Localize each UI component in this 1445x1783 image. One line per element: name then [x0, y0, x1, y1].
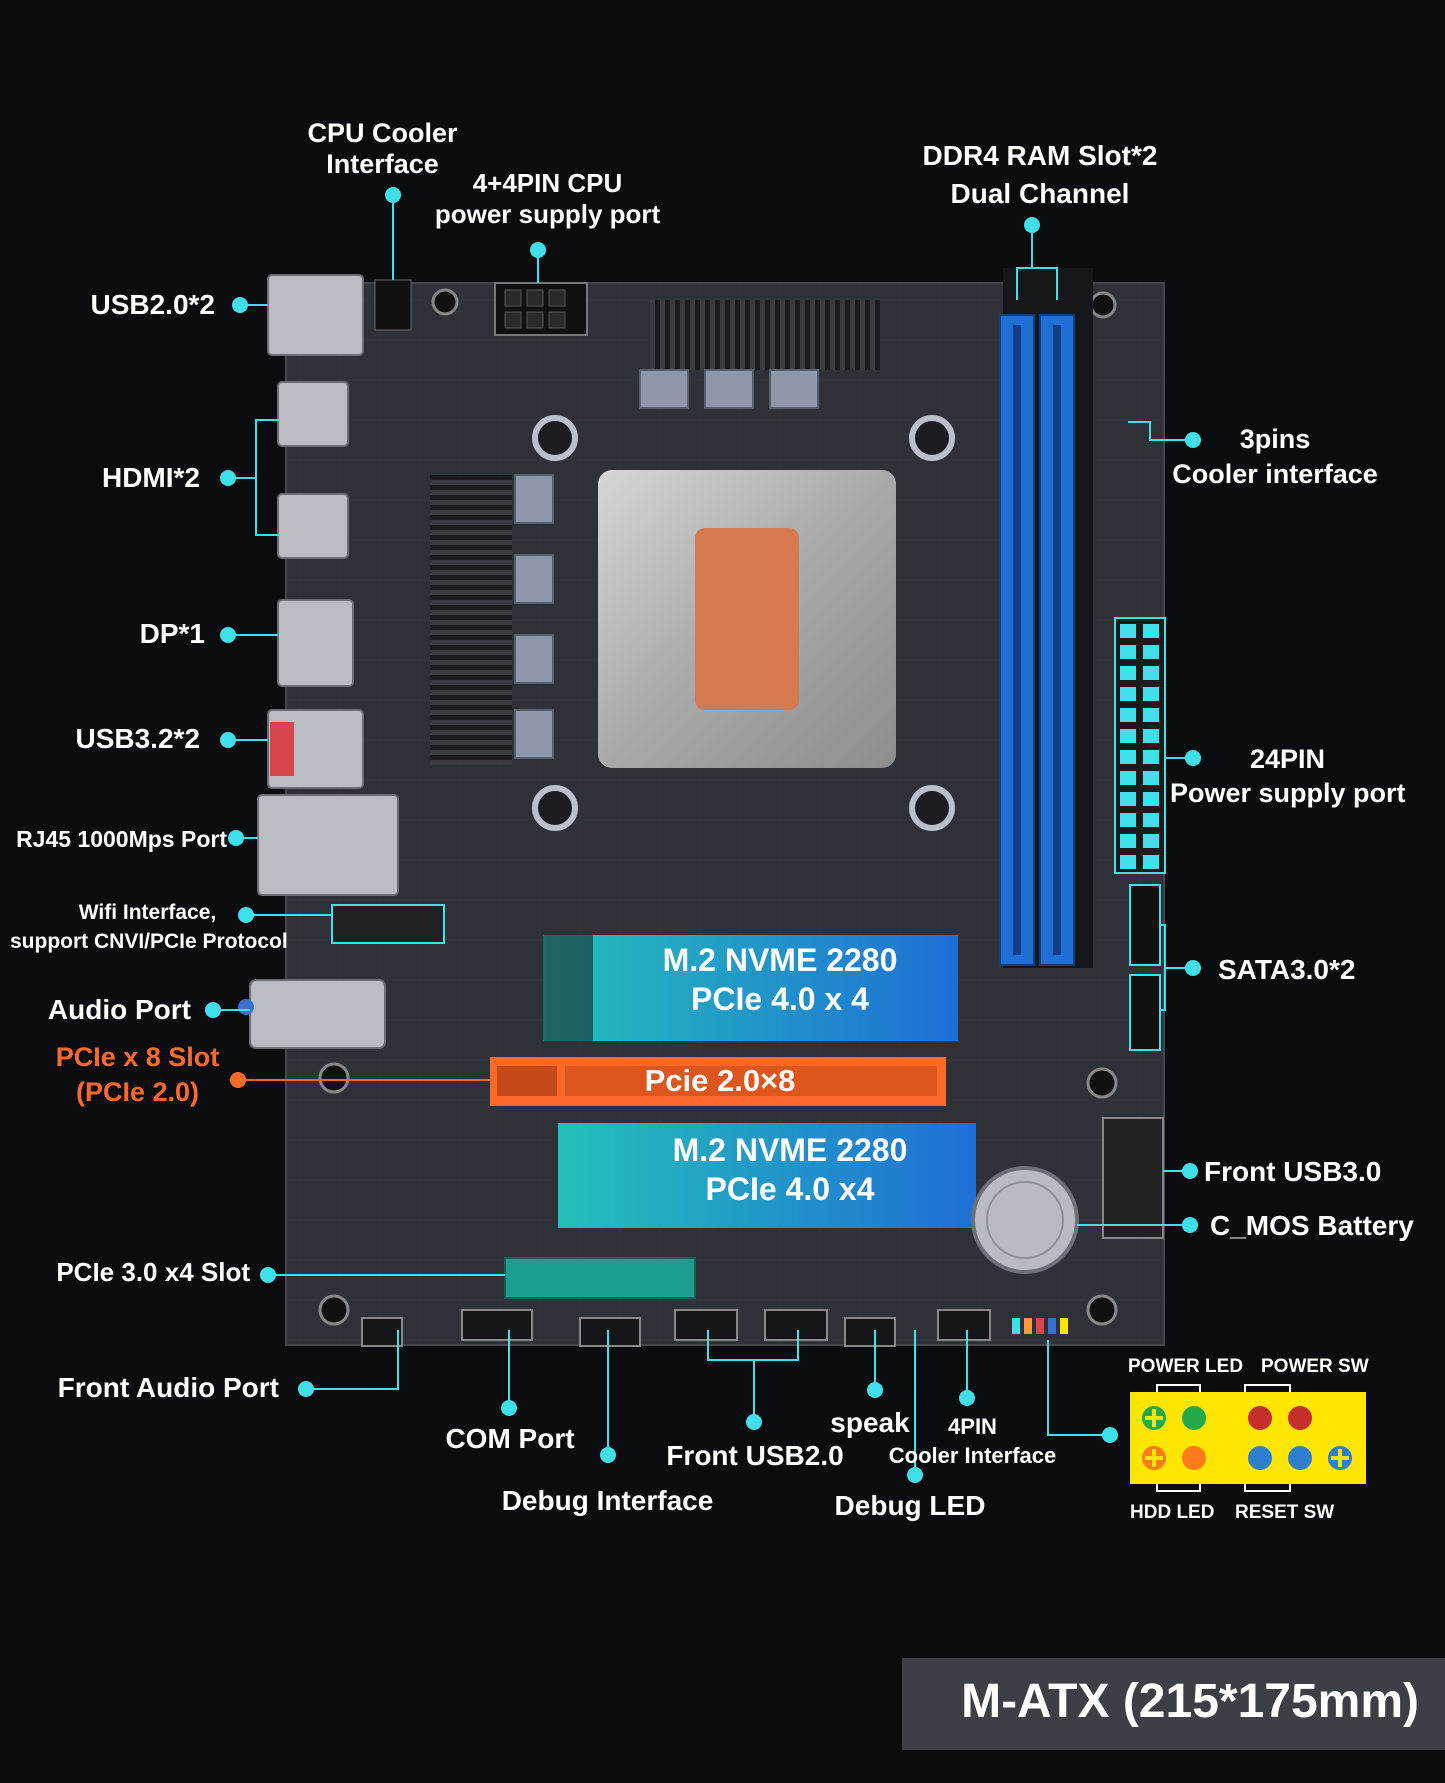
cpu-power-label: 4+4PIN CPU power supply port: [425, 168, 670, 230]
cooler4-label: 4PIN Cooler Interface: [880, 1413, 1065, 1470]
reset-sw-pin-2: [1288, 1446, 1312, 1470]
m2-slot-bottom: [558, 1123, 976, 1228]
wifi-slot: [331, 904, 445, 944]
rj45-port: [257, 794, 399, 896]
reset-sw-label: RESET SW: [1235, 1502, 1335, 1523]
wifi-line1: Wifi Interface,: [78, 901, 217, 924]
sata-label: SATA3.0*2: [1218, 954, 1356, 985]
pin24-line1: 24PIN: [1249, 744, 1326, 774]
power-sw-pin-1: [1248, 1406, 1272, 1430]
speak-label: speak: [830, 1407, 910, 1438]
pin-key-icon: [1328, 1446, 1352, 1470]
pcie8-line2: (PCIe 2.0): [75, 1077, 200, 1108]
usb32-label: USB3.2*2: [75, 723, 200, 754]
cooler3-line2: Cooler interface: [1172, 459, 1378, 490]
hdmi-label: HDMI*2: [101, 462, 200, 493]
vrm-heatsink-left: [430, 475, 512, 765]
cpu-power-line2: power supply port: [434, 199, 661, 230]
power-led-plus-pin: [1182, 1406, 1206, 1430]
label-dots: [205, 187, 1201, 1483]
front-panel-pin-diagram: [1130, 1392, 1366, 1484]
reset-sw-pin-1: [1248, 1446, 1272, 1470]
dp-label: DP*1: [139, 618, 205, 649]
cpu-die: [695, 528, 799, 710]
com-label: COM Port: [445, 1423, 575, 1454]
vrm-chokes: [514, 369, 819, 759]
pin-hdd-plus-icon: [1142, 1446, 1166, 1470]
dp-port: [277, 599, 354, 687]
cmos-battery: [971, 1166, 1079, 1274]
front-audio-label: Front Audio Port: [57, 1372, 279, 1403]
atx-24pin: [1114, 617, 1166, 874]
cooler4-line2: Cooler Interface: [888, 1442, 1057, 1468]
power-led-label: POWER LED: [1128, 1356, 1244, 1377]
m2-top-line1: M.2 NVME 2280: [662, 942, 898, 978]
pcie3-label: PCIe 3.0 x4 Slot: [56, 1257, 250, 1287]
audio-port: [249, 979, 386, 1049]
usb20-label: USB2.0*2: [90, 289, 215, 320]
m2-slot-top: [543, 935, 958, 1041]
hdmi-port-1: [277, 381, 349, 447]
leader-lines: [213, 195, 1193, 1475]
ddr4-line1: DDR4 RAM Slot*2: [922, 140, 1158, 171]
cooler3-line1: 3pins: [1239, 424, 1311, 454]
wifi-label: Wifi Interface, support CNVI/PCIe Protoc…: [10, 898, 288, 957]
hdd-led-pin: [1182, 1446, 1206, 1470]
power-sw-label: POWER SW: [1261, 1356, 1369, 1377]
hdd-led-label: HDD LED: [1130, 1502, 1215, 1523]
audio-label: Audio Port: [47, 994, 191, 1025]
pin24-line2: Power supply port: [1170, 777, 1406, 808]
pcie3-x4-slot: [504, 1257, 696, 1299]
rear-io: [249, 274, 399, 1049]
pin24-label: 24PIN Power supply port: [1170, 743, 1406, 811]
power-sw-pin-2: [1288, 1406, 1312, 1430]
ddr4-line2: Dual Channel: [950, 177, 1130, 209]
sata-port-2: [1129, 974, 1161, 1051]
pcie-slot-label: Pcie 2.0×8: [644, 1063, 796, 1098]
debug-led-label: Debug LED: [834, 1490, 986, 1521]
front-usb20-label: Front USB2.0: [666, 1440, 844, 1471]
m2-top-label: M.2 NVME 2280 PCIe 4.0 x 4: [600, 942, 960, 1018]
form-factor-banner: M-ATX (215*175mm): [902, 1658, 1445, 1750]
m2-bottom-label: M.2 NVME 2280 PCIe 4.0 x4: [610, 1132, 970, 1208]
cmos-label: C_MOS Battery: [1210, 1210, 1414, 1241]
pcie8-line1: PCIe x 8 Slot: [55, 1042, 220, 1072]
pin-blank-icon: [1142, 1406, 1166, 1430]
mounting-holes: [318, 288, 1118, 1326]
usb20-port: [267, 274, 364, 356]
rj45-label: RJ45 1000Mps Port: [16, 826, 227, 852]
m2-bottom-line1: M.2 NVME 2280: [672, 1132, 908, 1168]
cpu-power-line1: 4+4PIN CPU: [472, 168, 623, 198]
cpu-cooler-line1: CPU Cooler: [307, 118, 458, 148]
cooler3-label: 3pins Cooler interface: [1170, 422, 1380, 492]
cooler4-line1: 4PIN: [948, 1414, 997, 1439]
cpu-cooler-line2: Interface: [326, 149, 439, 180]
ddr4-label: DDR4 RAM Slot*2 Dual Channel: [890, 137, 1190, 213]
debug-interface-label: Debug Interface: [501, 1485, 714, 1516]
wifi-line2: support CNVI/PCIe Protocol: [10, 930, 288, 954]
sata-port-1: [1129, 884, 1161, 966]
m2-bottom-line2: PCIe 4.0 x4: [705, 1170, 875, 1207]
cpu-cooler-label: CPU Cooler Interface: [290, 118, 475, 180]
form-factor-label: M-ATX (215*175mm): [961, 1675, 1419, 1728]
m2-top-line2: PCIe 4.0 x 4: [691, 980, 869, 1017]
front-usb30-label: Front USB3.0: [1204, 1156, 1382, 1187]
hdmi-port-2: [277, 493, 349, 559]
vrm-heatsink-top: [650, 300, 880, 370]
front-usb30-header: [1102, 1117, 1164, 1239]
pcie8-label: PCIe x 8 Slot (PCIe 2.0): [40, 1040, 235, 1110]
